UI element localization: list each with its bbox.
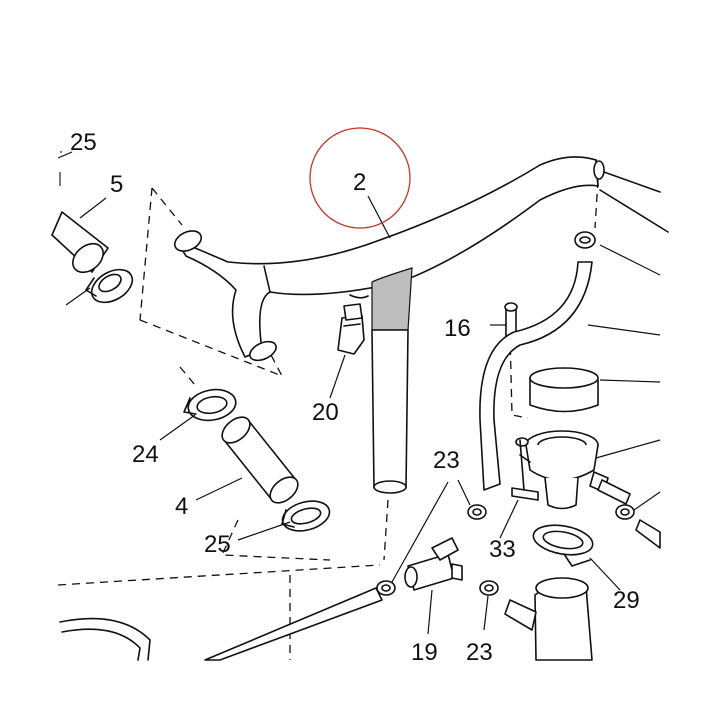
gasket (59, 617, 151, 661)
cap (529, 367, 599, 413)
hose-upper-right (479, 231, 596, 491)
frame-lines (57, 151, 599, 660)
callout-16: 16 (444, 315, 471, 342)
lower-hose (204, 587, 383, 661)
pipe-2 (173, 156, 605, 494)
clamp-24 (183, 388, 237, 422)
housing-outline (599, 171, 669, 233)
clamps-23 (376, 504, 635, 596)
leader-lines (57, 151, 661, 635)
callout-29: 29 (613, 587, 640, 614)
callout-25-top: 25 (70, 129, 97, 156)
callout-4: 4 (175, 493, 188, 520)
clamp-29 (532, 524, 594, 567)
callout-2: 2 (353, 169, 366, 196)
callout-33: 33 (489, 536, 516, 563)
callout-23-top: 23 (433, 447, 460, 474)
lower-pipe (504, 577, 593, 661)
sensor-20 (337, 303, 365, 355)
callout-19: 19 (411, 639, 438, 666)
right-hoses (597, 479, 661, 549)
bracket-33 (511, 439, 539, 501)
callout-5: 5 (110, 171, 123, 198)
tee-fitting-19 (404, 537, 463, 591)
highlight-circle (309, 127, 411, 229)
callout-labels: 25 5 2 16 20 24 4 25 23 33 29 19 23 (70, 129, 640, 666)
clamp-25 (281, 500, 331, 532)
callout-25-bottom: 25 (204, 531, 231, 558)
hose-4 (221, 416, 299, 504)
callout-20: 20 (312, 399, 339, 426)
filler-neck (515, 430, 609, 510)
hose-5 (51, 211, 134, 304)
callout-24: 24 (132, 441, 159, 468)
callout-23-bottom: 23 (466, 639, 493, 666)
